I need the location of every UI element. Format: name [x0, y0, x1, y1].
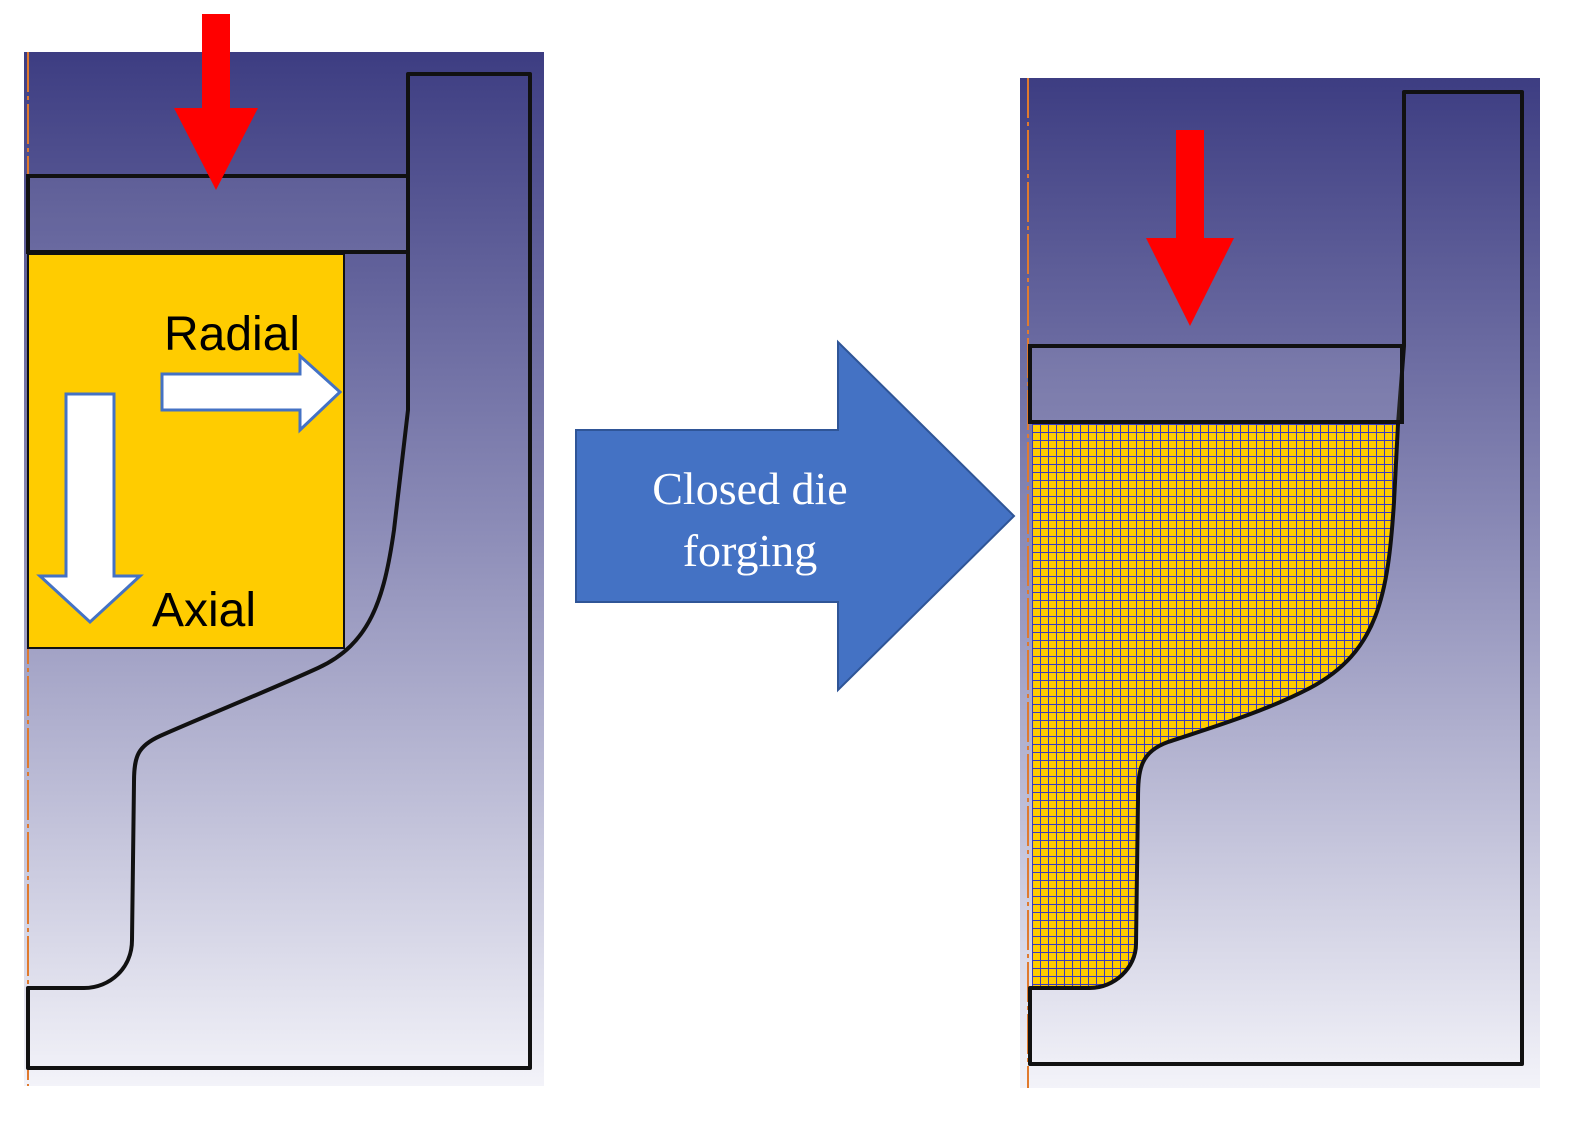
right-punch-plate	[1028, 344, 1404, 424]
radial-label: Radial	[164, 308, 300, 361]
left-load-arrow	[174, 14, 258, 190]
process-arrow-shape	[575, 339, 1016, 693]
left-die-outline	[26, 72, 532, 1070]
axial-label: Axial	[152, 584, 256, 637]
right-load-arrow	[1146, 130, 1234, 326]
radial-direction-arrow	[160, 352, 343, 434]
axial-direction-arrow	[36, 392, 144, 625]
process-label-line2: forging	[683, 525, 818, 576]
right-panel	[1020, 78, 1540, 1088]
process-label-line1: Closed die	[652, 463, 847, 514]
left-punch-plate	[26, 174, 410, 254]
left-panel: Radial Axial	[24, 14, 544, 1086]
right-die-outline	[1028, 90, 1524, 1066]
process-arrow: Closed die forging	[575, 339, 1016, 693]
